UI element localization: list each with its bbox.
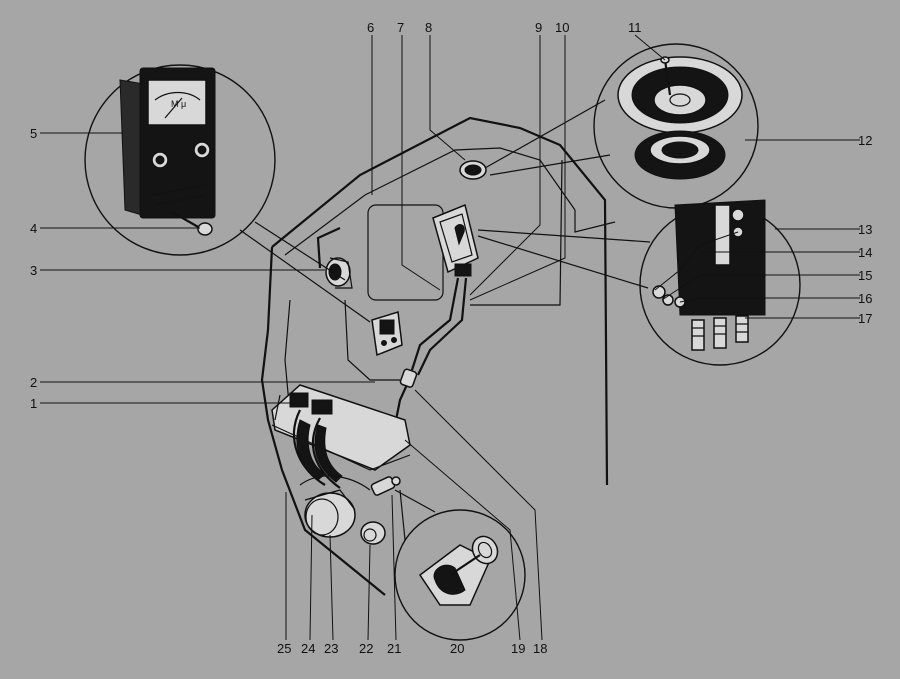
headlamp-assembly (299, 475, 371, 538)
control-unit (410, 203, 479, 376)
callout-8: 8 (425, 20, 432, 35)
callout-11: 11 (628, 20, 642, 35)
callout-17: 17 (858, 311, 872, 326)
callout-14: 14 (858, 245, 872, 260)
callout-12: 12 (858, 133, 872, 148)
cap-detail-callout (484, 43, 759, 209)
meter-scale-label: M μ (171, 99, 186, 109)
callout-5: 5 (30, 126, 37, 141)
callout-9: 9 (535, 20, 542, 35)
distributor-cap-top (459, 160, 487, 180)
callout-15: 15 (858, 268, 872, 283)
leader-lines (40, 34, 860, 641)
horn-knob (360, 521, 386, 545)
meter-detail-callout: M μ (84, 64, 371, 323)
firewall-panel (367, 204, 444, 301)
callout-19: 19 (511, 641, 525, 656)
callout-13: 13 (858, 222, 872, 237)
tachometer-box (371, 311, 403, 357)
callout-20: 20 (450, 641, 464, 656)
callout-18: 18 (533, 641, 547, 656)
callout-numbers: 1 2 3 4 5 6 7 8 9 10 11 12 13 14 15 16 1… (30, 20, 872, 656)
lower-lead (393, 368, 418, 426)
engine-bay-outline (260, 116, 616, 596)
callout-16: 16 (858, 291, 872, 306)
callout-10: 10 (555, 20, 569, 35)
callout-2: 2 (30, 375, 37, 390)
regulator-detail-callout (477, 199, 801, 366)
callout-4: 4 (30, 221, 37, 236)
gauge-cable (316, 226, 341, 269)
callout-7: 7 (397, 20, 404, 35)
callout-1: 1 (30, 396, 37, 411)
callout-23: 23 (324, 641, 338, 656)
clamp-detail-callout (394, 489, 526, 641)
callout-6: 6 (367, 20, 374, 35)
callout-25: 25 (277, 641, 291, 656)
callout-24: 24 (301, 641, 315, 656)
vacuum-gauge (325, 257, 353, 289)
callout-3: 3 (30, 263, 37, 278)
callout-22: 22 (359, 641, 373, 656)
sensor-switch (370, 476, 401, 496)
battery-block (271, 384, 411, 489)
callout-21: 21 (387, 641, 401, 656)
